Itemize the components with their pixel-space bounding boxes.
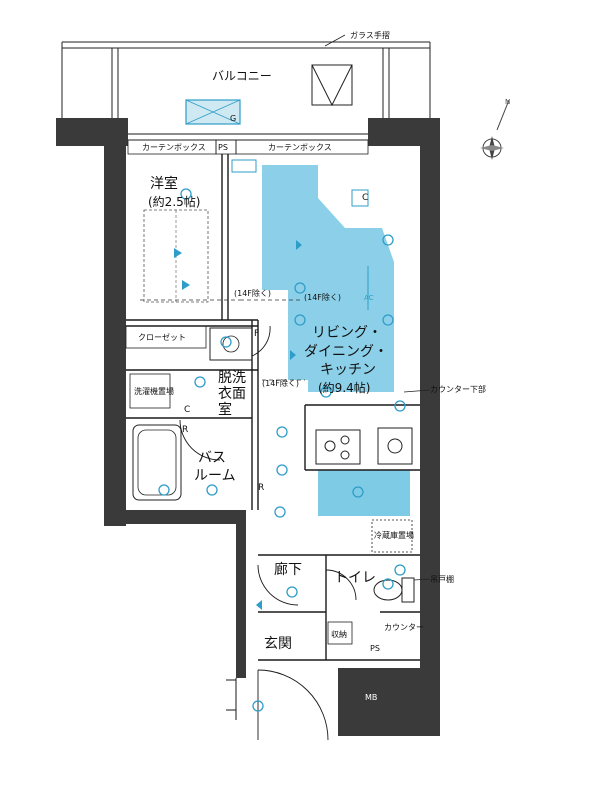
western-room-size: (約2.5帖): [148, 194, 200, 209]
counter-bottom-label: カウンター: [384, 623, 424, 632]
light-icon: [320, 386, 332, 398]
outlet-icon: [290, 350, 296, 360]
kitchen-counter-highlight: [318, 470, 410, 516]
toilet-label: トイレ: [334, 570, 376, 586]
light-icon: [352, 486, 364, 498]
marker-r-hall: R: [258, 483, 264, 493]
washroom-label-1: 脱洗: [218, 370, 246, 386]
ps-top-label: PS: [218, 143, 228, 152]
ceiling-note-right: (14F除く): [304, 292, 341, 302]
gas-stove-icon: [315, 429, 361, 465]
ps-bottom-label: PS: [370, 644, 380, 653]
marker-r-bath: R: [182, 425, 188, 435]
svg-text:N: N: [505, 98, 510, 106]
outlet-icon: [296, 240, 302, 250]
marker-ac: AC: [364, 294, 374, 302]
living-label-3: キッチン: [320, 362, 376, 378]
living-floor-highlight: [262, 165, 394, 392]
marker-c-wash: C: [184, 405, 190, 415]
counter-top-label: カウンター下部: [430, 384, 486, 394]
washroom-label-3: 室: [218, 401, 232, 418]
ceiling-note-left: (14F除く): [234, 288, 271, 298]
outlet-icon: [174, 248, 182, 258]
door-swings: [179, 325, 357, 741]
hanging-cabinet-label: 吊戸棚: [430, 574, 454, 584]
entrance-label: 玄関: [264, 635, 292, 652]
light-icon: [382, 234, 394, 246]
bathtub-icon: [132, 424, 182, 501]
living-size: (約9.4帖): [318, 380, 370, 395]
light-icon: [274, 506, 286, 518]
light-icon: [294, 314, 306, 326]
bathroom-label-1: バス: [198, 450, 226, 466]
toilet-icon: [373, 577, 415, 603]
light-icon: [158, 484, 170, 496]
marker-c-living: C: [362, 193, 368, 203]
sink-icon: [209, 327, 253, 361]
light-icon: [194, 376, 206, 388]
kitchen-sink-icon: [377, 427, 413, 465]
corridor-label: 廊下: [274, 561, 302, 578]
storage-label: 収納: [331, 629, 347, 639]
outer-walls: [56, 118, 440, 736]
light-icon: [394, 564, 406, 576]
living-label-2: ダイニング・: [304, 344, 388, 360]
outlet-icon: [182, 280, 190, 290]
balcony-label: バルコニー: [212, 69, 272, 83]
bathroom-label-2: ルーム: [194, 468, 236, 484]
light-icon: [286, 586, 298, 598]
outlet-icon: [256, 600, 262, 610]
balcony-area: G: [61, 41, 431, 128]
light-icon: [276, 426, 288, 438]
marker-f: F: [254, 329, 259, 339]
closet-label: クローゼット: [138, 332, 186, 342]
ceiling-note-bottom: (14F除く): [262, 378, 299, 388]
light-icon: [180, 188, 192, 200]
washroom-label-2: 衣面: [218, 386, 246, 402]
light-icon: [220, 336, 232, 348]
glass-railing-label: ガラス手摺: [350, 30, 390, 40]
light-icon: [252, 700, 264, 712]
curtain-box-left-label: カーテンボックス: [142, 143, 206, 152]
western-room-label: 洋室: [150, 175, 178, 192]
laundry-label: 洗濯機置場: [134, 386, 174, 396]
living-label-1: リビング・: [312, 325, 382, 341]
light-icon: [276, 464, 288, 476]
compass-icon: N: [480, 98, 510, 160]
light-icon: [382, 314, 394, 326]
light-icon: [206, 484, 218, 496]
fridge-label: 冷蔵庫置場: [374, 530, 414, 540]
light-icon: [294, 282, 306, 294]
light-icon: [382, 578, 394, 590]
curtain-box-right-label: カーテンボックス: [268, 143, 332, 152]
marker-g: G: [230, 114, 236, 123]
mb-label: MB: [365, 693, 377, 702]
aircon-icon: [231, 159, 369, 310]
light-icon: [394, 400, 406, 412]
